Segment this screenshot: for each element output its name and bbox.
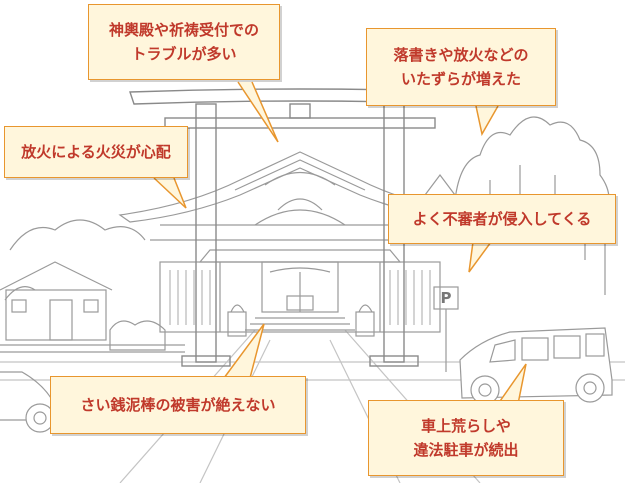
trees-left: [4, 219, 146, 301]
callout-line: 放火による火災が心配: [21, 143, 171, 161]
house-left: [0, 261, 113, 341]
parking-sign-post: [433, 286, 459, 372]
callout-line: 神輿殿や祈祷受付での: [108, 21, 259, 39]
callout-mischief: 落書きや放火などの いたずらが増えた: [366, 28, 556, 106]
fence-left: [0, 320, 185, 353]
callout-line: いたずらが増えた: [400, 70, 521, 88]
callout-line: 違法駐車が続出: [413, 441, 519, 459]
callout-tail-shrine-office: [237, 81, 279, 143]
komainu-right: [355, 304, 375, 337]
car-right: [459, 327, 613, 405]
callout-line: よく不審者が侵入してくる: [412, 210, 592, 228]
callout-line: 車上荒らしや: [421, 417, 511, 435]
callout-theft: さい銭泥棒の被害が絶えない: [50, 376, 306, 434]
callout-line: 落書きや放火などの: [393, 46, 529, 64]
callout-line: トラブルが多い: [131, 45, 237, 63]
callout-tail-mischief: [475, 105, 499, 137]
callout-tail-fire: [153, 177, 187, 209]
callout-intruder: よく不審者が侵入してくる: [388, 194, 616, 244]
callout-shrine-office: 神輿殿や祈祷受付での トラブルが多い: [88, 4, 280, 80]
parking-sign: P: [440, 289, 452, 307]
komainu-left: [227, 304, 247, 337]
callout-tail-theft: [223, 323, 265, 379]
callout-line: さい銭泥棒の被害が絶えない: [80, 396, 276, 414]
callout-fire: 放火による火災が心配: [4, 126, 188, 178]
callout-tail-parking: [497, 363, 527, 405]
callout-tail-intruder: [468, 241, 492, 273]
callout-parking: 車上荒らしや 違法駐車が続出: [368, 400, 564, 476]
